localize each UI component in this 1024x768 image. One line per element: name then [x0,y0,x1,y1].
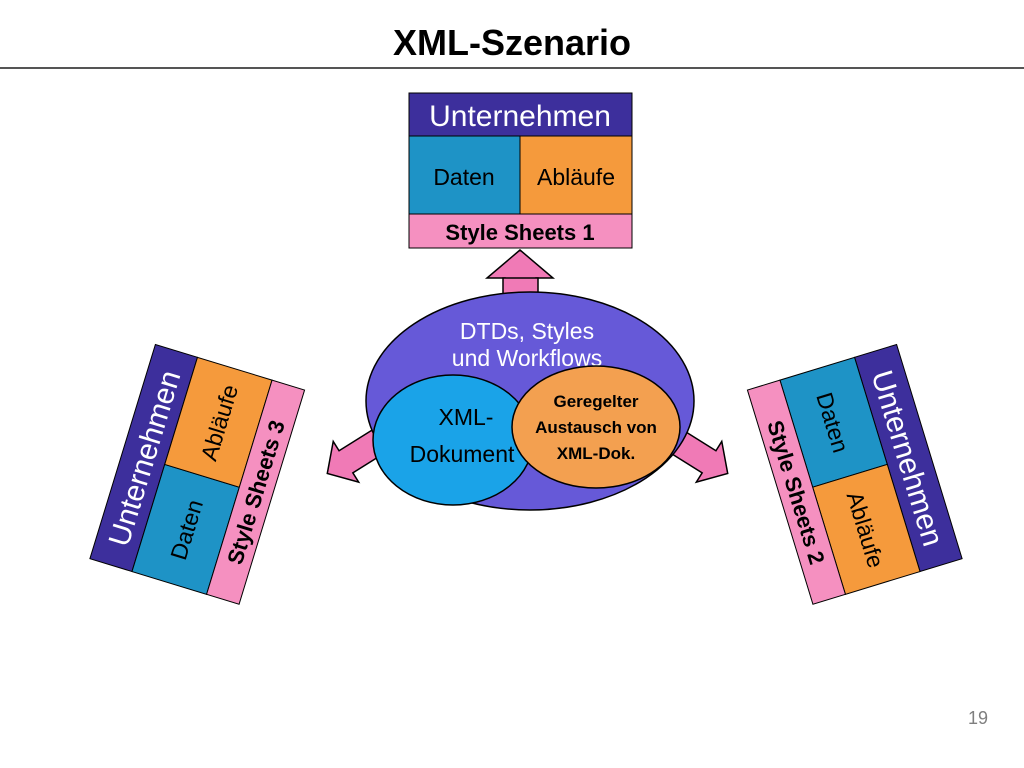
left-company-block: Unternehmen Daten Abläufe Style Sheets 3 [89,343,306,605]
right-company-block: Unternehmen Daten Abläufe Style Sheets 2 [746,343,963,605]
hub-label-line2: und Workflows [452,345,602,371]
slide-title: XML-Szenario [392,22,632,63]
xml-document-line2: Dokument [410,441,515,467]
top-company-process-label: Abläufe [537,164,615,190]
top-company-block: Unternehmen Daten Abläufe Style Sheets 1 [408,92,633,249]
page-number: 19 [967,708,988,728]
exchange-ellipse [511,365,681,489]
top-company-process-cell [519,135,633,215]
top-company-style-sheets-label: Style Sheets 1 [445,220,594,245]
exchange-line3: XML-Dok. [557,444,635,463]
xml-document-line1: XML- [439,404,494,430]
right-company-style-sheets [746,379,847,605]
exchange-line1: Geregelter [553,392,638,411]
title-divider [0,67,1024,69]
hub-label-line1: DTDs, Styles [460,318,594,344]
xml-document-ellipse [372,374,534,506]
top-company-name: Unternehmen [429,100,611,133]
left-company-style-sheets [205,379,306,605]
central-hub: DTDs, Styles und Workflows XML- Dokument… [365,291,695,511]
top-company-data-label: Daten [433,164,494,190]
top-company-style-sheets [408,213,633,249]
exchange-line2: Austausch von [535,418,657,437]
